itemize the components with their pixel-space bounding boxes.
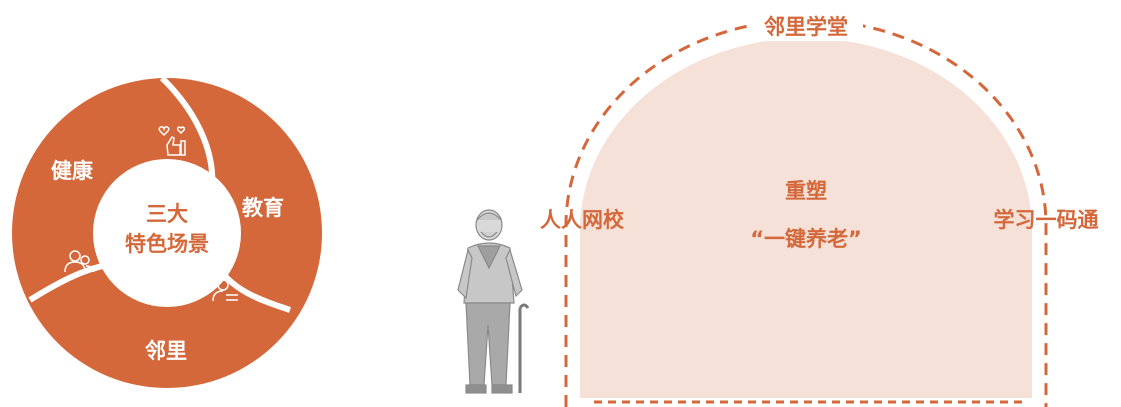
center-title-line1: 重塑: [785, 179, 827, 203]
center-title-line2: 特色场景: [125, 232, 209, 256]
center-title-line1: 三大: [146, 202, 188, 226]
users-icon: [64, 250, 95, 273]
top-label: 邻里学堂: [764, 15, 848, 39]
right-label: 学习一码通: [994, 208, 1099, 232]
center-title-line2: “一键养老”: [750, 227, 862, 251]
ring-center: [93, 159, 241, 307]
left-label: 人人网校: [540, 208, 625, 232]
person-list-icon: [212, 279, 238, 302]
segment-label-education: 教育: [242, 196, 284, 220]
dome-diagram: 邻里学堂 人人网校 学习一码通 重塑 “一键养老”: [540, 11, 1099, 407]
dome-fill: [580, 38, 1032, 399]
top-label-bg: [749, 11, 863, 41]
elderly-man-with-cane-icon: [457, 209, 530, 394]
segment-label-health: 健康: [51, 159, 94, 183]
segment-label-neighborhood: 邻里: [145, 339, 187, 363]
three-scenes-ring: 三大 特色场景 健康 教育 邻里: [12, 75, 322, 388]
thumbs-up-heart-icon: [158, 126, 186, 156]
